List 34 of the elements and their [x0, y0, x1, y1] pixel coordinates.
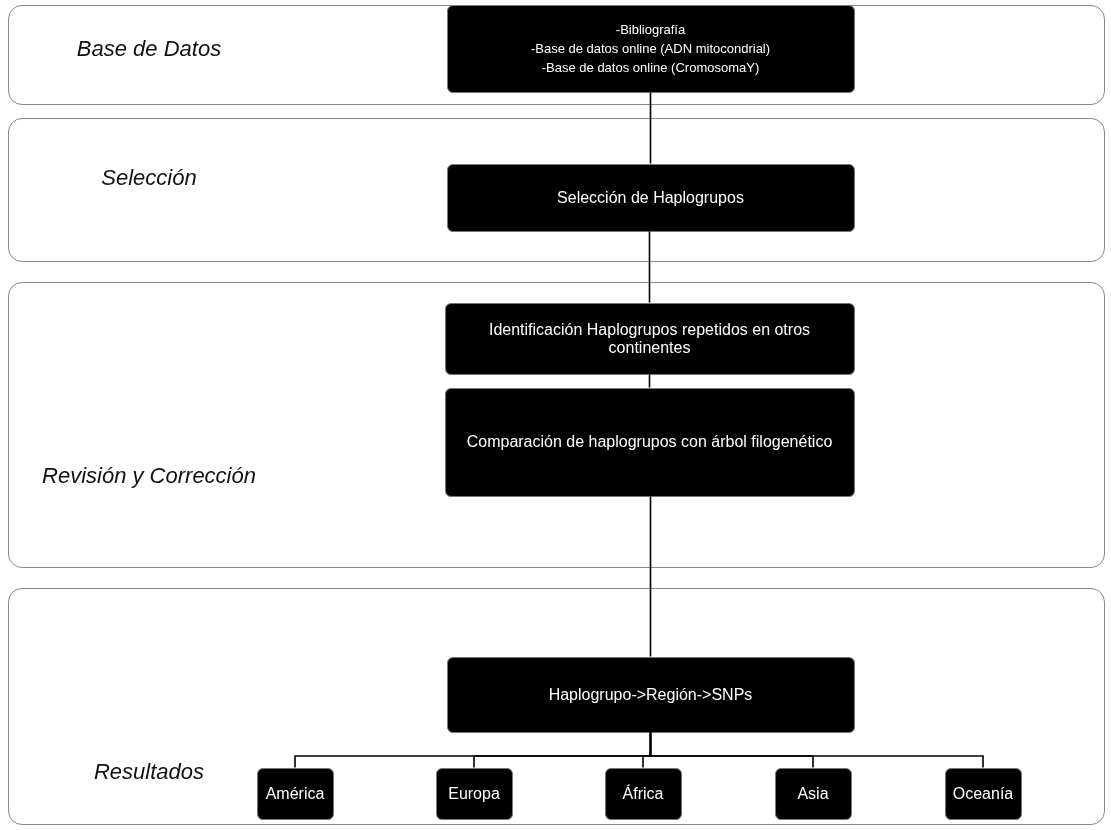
box-text: Asia: [797, 784, 829, 803]
process-box: [256, 767, 334, 820]
process-box: [944, 767, 1022, 820]
box-text: Europa: [448, 784, 500, 803]
connector-line: [649, 91, 652, 165]
box-text: -Base de datos online (ADN mitocondrial): [530, 41, 771, 56]
process-box: [435, 767, 513, 820]
stage-panel: [8, 588, 1105, 825]
box-text: Haplogrupo->Región->SNPs: [548, 685, 753, 704]
stage-title: Resultados: [92, 759, 206, 785]
process-box: [446, 163, 855, 232]
box-text: Selección de Haplogrupos: [557, 188, 744, 207]
process-box: [446, 656, 855, 733]
box-text: Oceanía: [952, 784, 1014, 803]
connector-line: [649, 495, 652, 658]
stage-panel: [8, 118, 1105, 262]
stage-panel: [8, 5, 1105, 105]
stage-title: Selección: [100, 165, 198, 191]
box-text: -Base de datos online (CromosomaY): [541, 60, 760, 75]
process-box: [604, 767, 682, 820]
box-text: -Bibliografía: [615, 22, 686, 37]
box-text: América: [265, 784, 325, 803]
stage-title: Revisión y Corrección: [41, 463, 257, 489]
process-box: [774, 767, 852, 820]
box-text: África: [622, 784, 664, 803]
box-text: Identificación Haplogrupos repetidos en otros continentes: [487, 320, 812, 357]
process-box: [446, 4, 855, 93]
connector-line: [649, 731, 984, 769]
process-box: [444, 387, 855, 497]
stage-title: Base de Datos: [75, 36, 223, 62]
stage-panel: [8, 282, 1105, 568]
connector-line: [648, 230, 651, 304]
process-box: [444, 302, 855, 375]
box-text: Comparación de haplogrupos con árbol filogenético: [466, 433, 833, 451]
